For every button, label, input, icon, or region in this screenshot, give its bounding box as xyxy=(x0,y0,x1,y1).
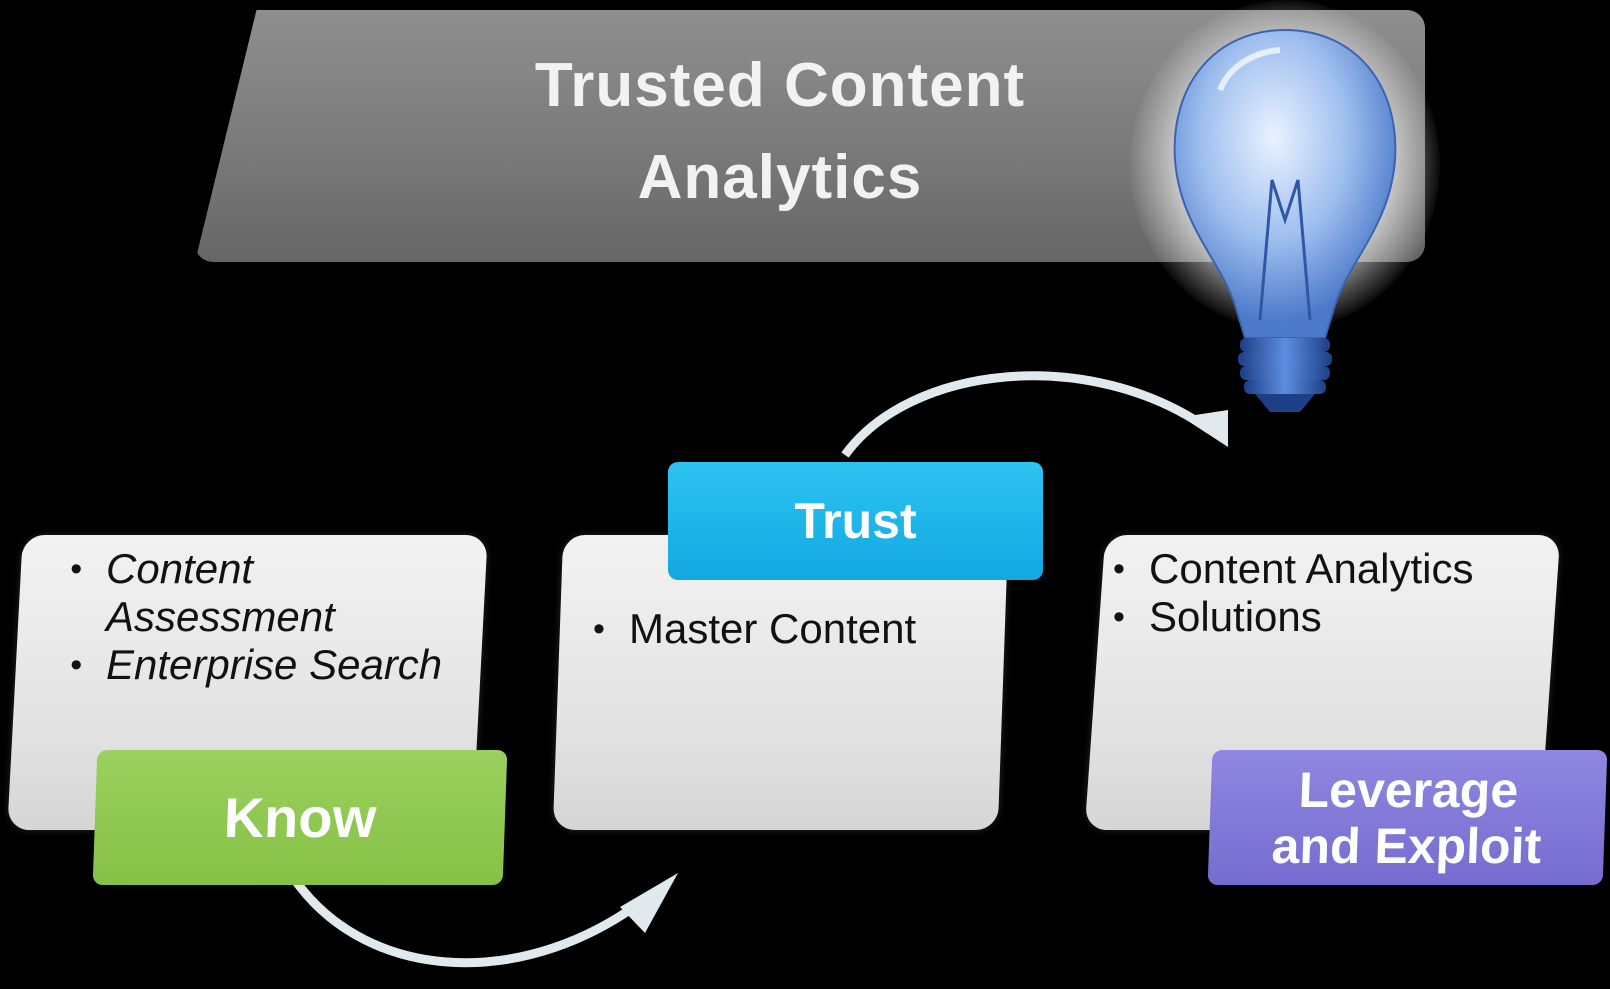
leverage-label: Leverage and Exploit xyxy=(1207,750,1608,885)
curved-arrow-bottom xyxy=(291,873,678,968)
title-line-1: Trusted Content xyxy=(534,51,1026,120)
trust-label: Trust xyxy=(668,462,1043,580)
list-item: Content Assessment xyxy=(62,545,462,641)
lightbulb-icon xyxy=(1173,28,1397,412)
list-item: Master Content xyxy=(585,605,965,653)
curved-arrow-top xyxy=(841,371,1228,458)
leverage-label-line-2: and Exploit xyxy=(1270,817,1543,874)
know-label-text: Know xyxy=(222,786,378,849)
list-item: Content Analytics xyxy=(1105,545,1525,593)
trust-list: Master Content xyxy=(585,605,965,653)
title-line-2: Analytics xyxy=(637,143,923,212)
leverage-list: Content Analytics Solutions xyxy=(1105,545,1525,641)
list-item: Enterprise Search xyxy=(62,641,462,689)
diagram-title: Trusted Content Analytics xyxy=(420,40,1140,224)
list-item: Solutions xyxy=(1105,593,1525,641)
trust-label-text: Trust xyxy=(794,493,917,549)
know-label: Know xyxy=(92,750,508,885)
leverage-label-line-1: Leverage xyxy=(1297,761,1520,818)
know-list: Content Assessment Enterprise Search xyxy=(62,545,462,689)
